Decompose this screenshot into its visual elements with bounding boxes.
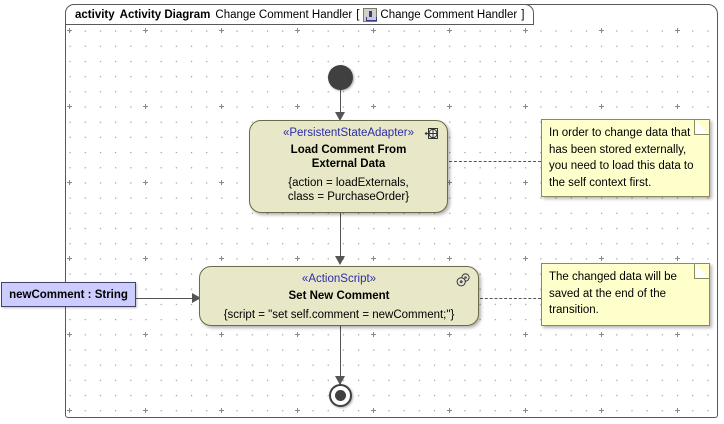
- grid-major-marker: [371, 28, 376, 33]
- flow-initial-to-action1-arrowhead: [335, 112, 345, 121]
- frame-header-tab[interactable]: activity Activity Diagram Change Comment…: [65, 4, 535, 25]
- grid-major-marker: [675, 28, 680, 33]
- grid-major-marker: [675, 256, 680, 261]
- grid-major-marker: [67, 332, 72, 337]
- grid-major-marker: [523, 28, 528, 33]
- grid-major-marker: [523, 256, 528, 261]
- grid-major-marker: [143, 28, 148, 33]
- flow-action1-to-action2-arrowhead: [335, 256, 345, 265]
- action1-stereotype: «PersistentStateAdapter»: [282, 127, 415, 139]
- action2-body: {script = "set self.comment = newComment…: [223, 309, 455, 321]
- note1-line3: you need to load this data to: [549, 160, 694, 172]
- grid-major-marker: [143, 256, 148, 261]
- action1-body-line1: {action = loadExternals,: [288, 177, 409, 189]
- grid-major-marker: [447, 180, 452, 185]
- final-node[interactable]: [329, 384, 352, 407]
- grid-major-marker: [371, 408, 376, 413]
- note1-fold-corner: [694, 119, 710, 135]
- note2-line1: The changed data will be: [549, 271, 677, 283]
- frame-keyword: activity: [75, 8, 115, 21]
- activity-diagram-icon: [363, 7, 378, 22]
- note-load-externally[interactable]: In order to change data that has been st…: [541, 119, 710, 197]
- grid-major-marker: [295, 28, 300, 33]
- flow-parameter-to-action2-arrowhead: [192, 293, 201, 303]
- grid-major-marker: [675, 408, 680, 413]
- grid-major-marker: [599, 408, 604, 413]
- action-node-set-new-comment[interactable]: «ActionScript» Set New Comment {script =…: [199, 266, 479, 326]
- flow-action2-to-final-arrowhead: [335, 376, 345, 385]
- grid-major-marker: [295, 256, 300, 261]
- parameter-label: newComment : String: [9, 288, 128, 301]
- persistent-state-adapter-icon: [424, 126, 441, 142]
- frame-type-label: Activity Diagram: [119, 8, 211, 21]
- grid-major-marker: [371, 332, 376, 337]
- grid-major-marker: [143, 180, 148, 185]
- action2-stereotype: «ActionScript»: [301, 273, 377, 285]
- grid-major-marker: [523, 180, 528, 185]
- grid-major-marker: [143, 408, 148, 413]
- grid-major-marker: [447, 256, 452, 261]
- note-anchor-action1: [449, 161, 541, 162]
- diagram-grid: [67, 27, 716, 416]
- grid-major-marker: [599, 332, 604, 337]
- grid-major-marker: [143, 104, 148, 109]
- grid-major-marker: [295, 408, 300, 413]
- grid-major-marker: [371, 256, 376, 261]
- action1-name-line2: External Data: [311, 158, 386, 170]
- frame-diagram-name: Change Comment Handler: [215, 8, 353, 21]
- grid-major-marker: [447, 28, 452, 33]
- grid-major-marker: [219, 28, 224, 33]
- activity-parameter-node[interactable]: newComment : String: [1, 282, 136, 307]
- grid-major-marker: [219, 256, 224, 261]
- grid-major-marker: [67, 28, 72, 33]
- grid-major-marker: [67, 408, 72, 413]
- note2-line3: transition.: [549, 304, 599, 316]
- action1-name-line1: Load Comment From: [290, 144, 407, 156]
- grid-major-marker: [219, 180, 224, 185]
- initial-node[interactable]: [328, 65, 353, 90]
- frame-qualified-name: Change Comment Handler: [380, 8, 518, 21]
- grid-major-marker: [447, 408, 452, 413]
- note1-line1: In order to change data that: [549, 127, 691, 139]
- flow-initial-to-action1: [340, 90, 341, 116]
- grid-major-marker: [675, 104, 680, 109]
- grid-major-marker: [295, 104, 300, 109]
- note2-line2: saved at the end of the: [549, 287, 667, 300]
- grid-major-marker: [675, 332, 680, 337]
- grid-major-marker: [219, 104, 224, 109]
- grid-major-marker: [67, 256, 72, 261]
- grid-major-marker: [523, 332, 528, 337]
- grid-major-marker: [447, 332, 452, 337]
- grid-major-marker: [219, 408, 224, 413]
- action-node-load-comment[interactable]: «PersistentStateAdapter» Load Comment Fr…: [249, 120, 448, 213]
- note2-fold-corner: [694, 263, 710, 279]
- grid-major-marker: [295, 332, 300, 337]
- grid-major-marker: [219, 332, 224, 337]
- action1-body-line2: class = PurchaseOrder}: [287, 191, 410, 203]
- grid-major-marker: [599, 28, 604, 33]
- action2-name: Set New Comment: [288, 290, 390, 302]
- bracket-close: ]: [521, 8, 525, 21]
- bracket-open: [: [356, 8, 360, 21]
- note1-line4: the self context first.: [549, 176, 652, 189]
- grid-major-marker: [143, 332, 148, 337]
- grid-major-marker: [599, 256, 604, 261]
- grid-major-marker: [523, 104, 528, 109]
- note1-line2: has been stored externally,: [549, 143, 687, 156]
- flow-action2-to-final: [340, 326, 341, 384]
- grid-major-marker: [67, 180, 72, 185]
- grid-major-marker: [67, 104, 72, 109]
- grid-major-marker: [599, 104, 604, 109]
- activity-frame: activity Activity Diagram Change Comment…: [65, 4, 718, 418]
- action-script-icon: [455, 272, 472, 288]
- note-saved-at-transition-end[interactable]: The changed data will be saved at the en…: [541, 263, 710, 326]
- flow-action1-to-action2: [340, 213, 341, 258]
- note-anchor-action2: [480, 298, 541, 299]
- grid-major-marker: [447, 104, 452, 109]
- grid-major-marker: [523, 408, 528, 413]
- grid-major-marker: [371, 104, 376, 109]
